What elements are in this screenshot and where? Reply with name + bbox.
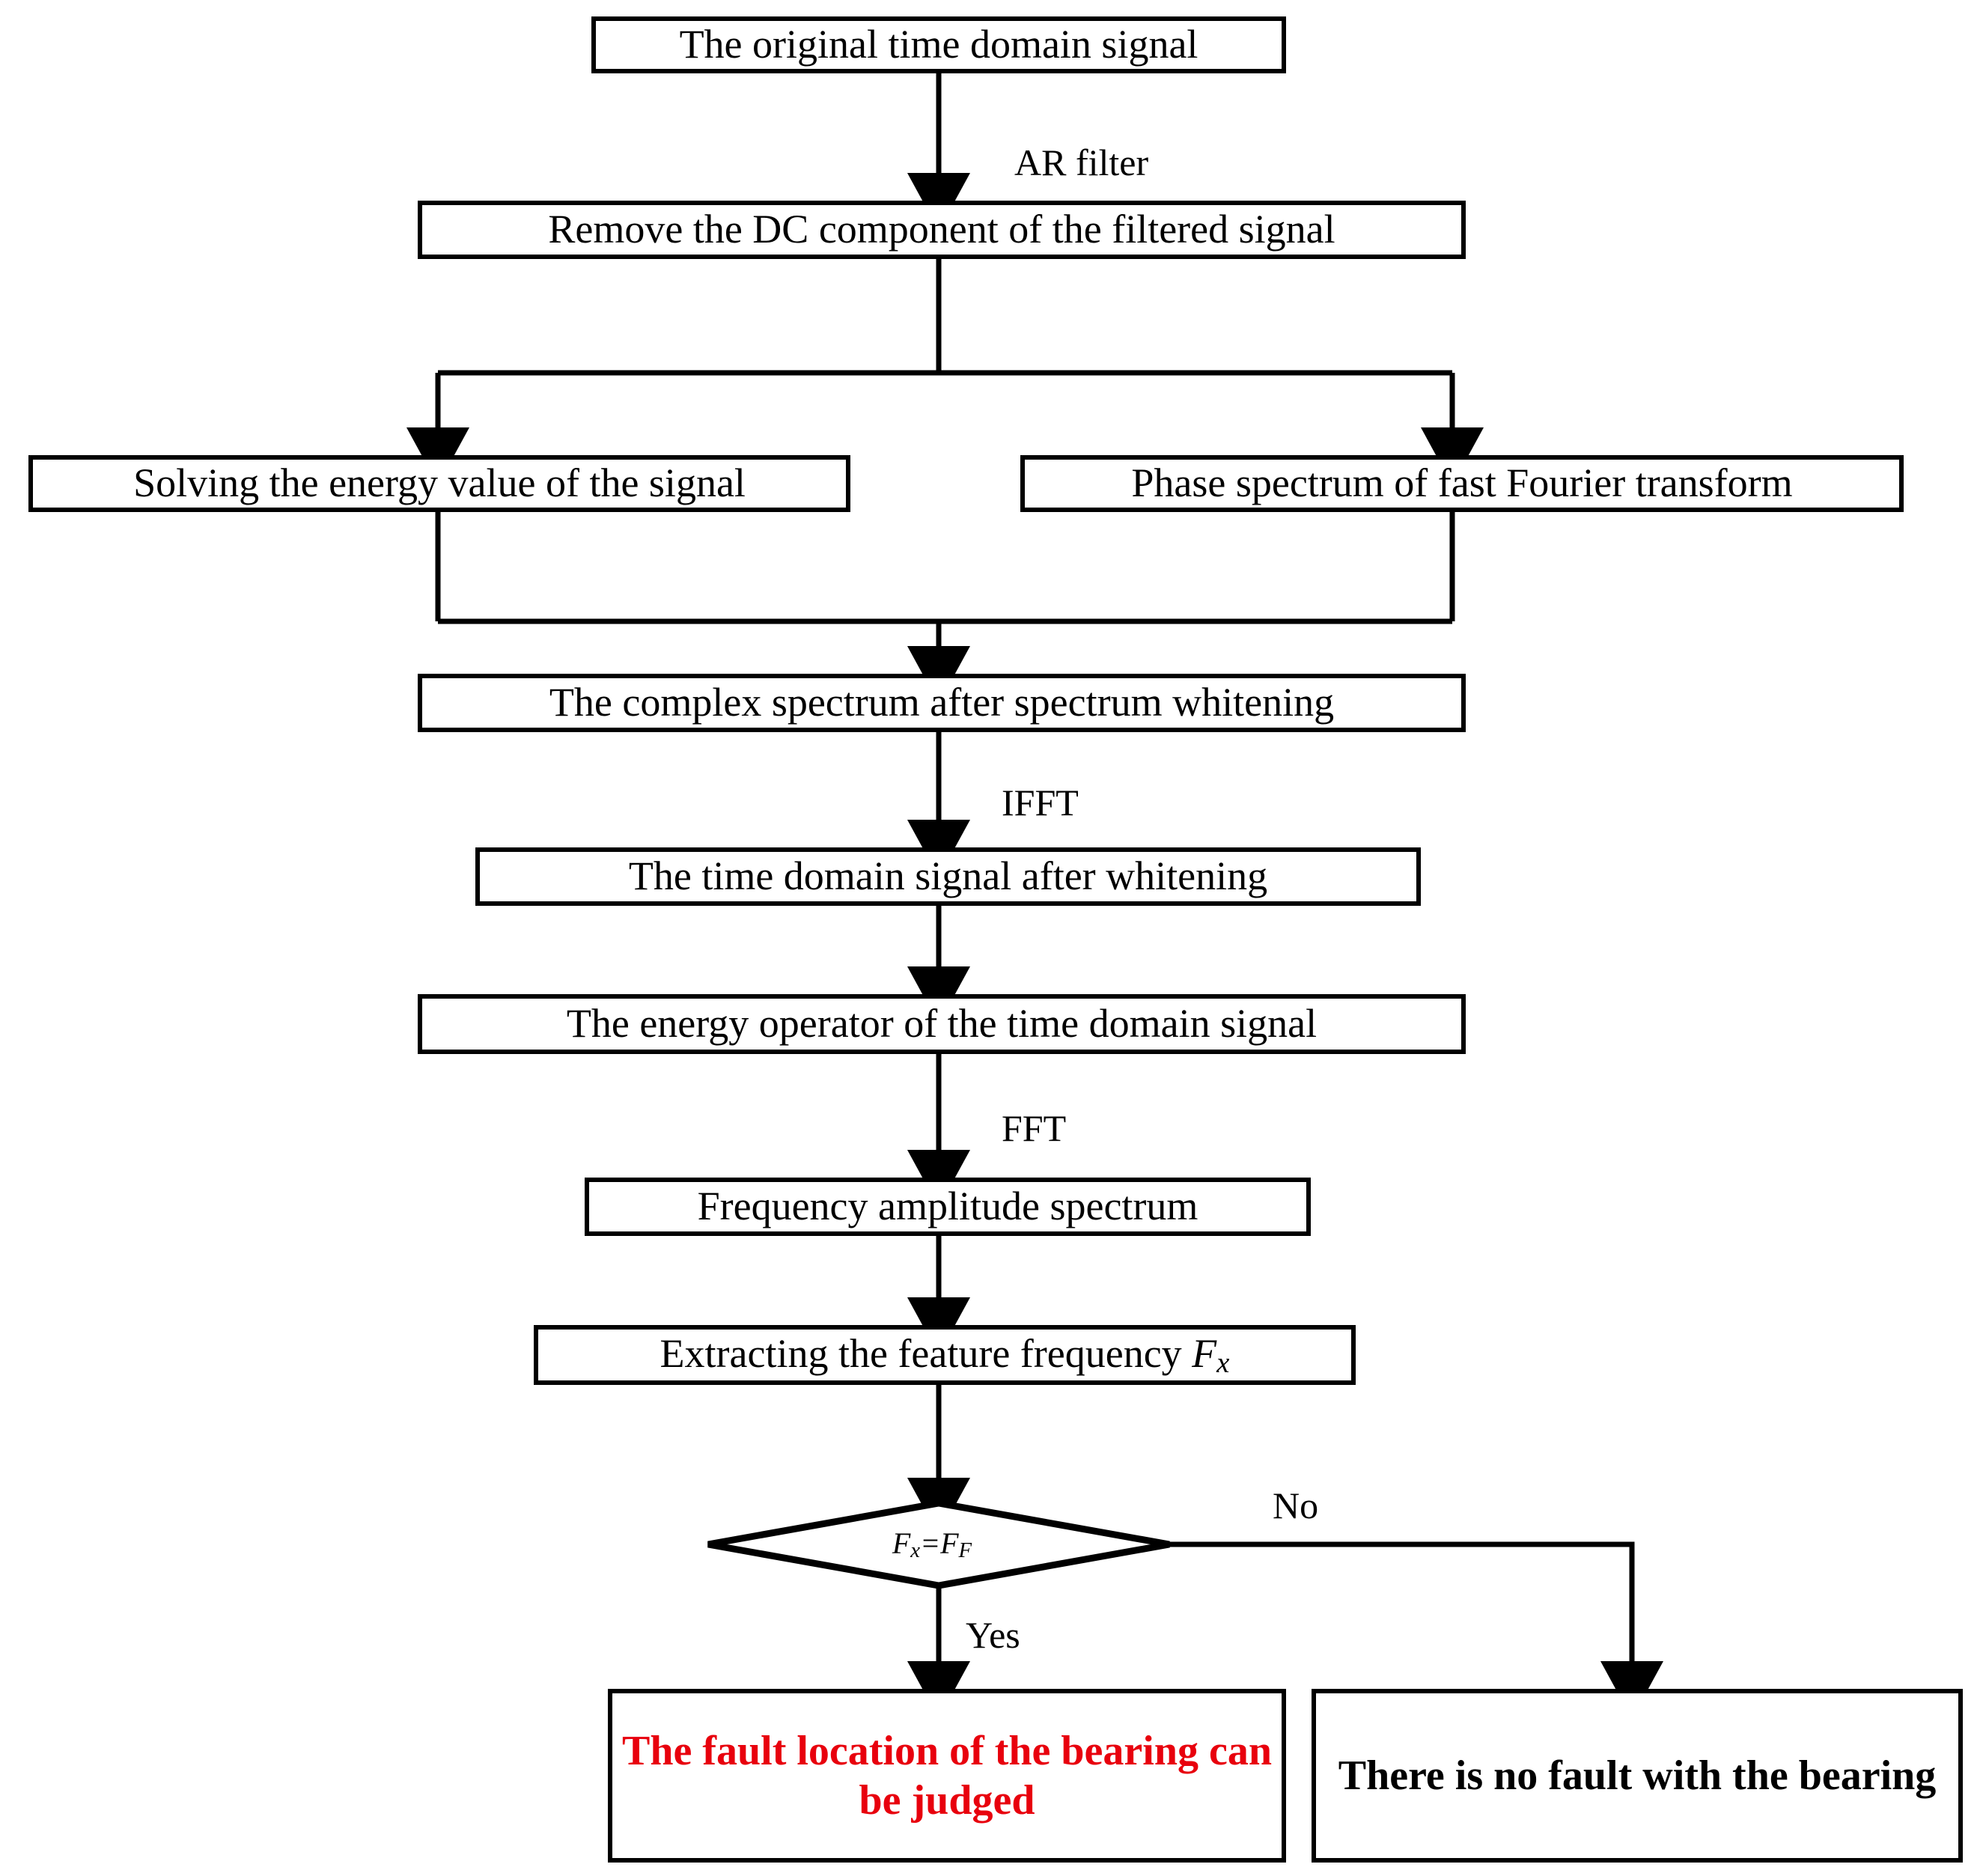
node-decision-compare-frequencies[interactable]: Fx=FF [696,1503,1168,1586]
node-complex-spectrum[interactable]: The complex spectrum after spectrum whit… [418,674,1466,732]
decision-rhs-base: F [940,1526,959,1560]
node-fault-location-judged[interactable]: The fault location of the bearing can be… [608,1689,1286,1863]
node-extract-feature-frequency[interactable]: Extracting the feature frequency Fx [534,1325,1356,1385]
node-extract-feature-frequency-label: Extracting the feature frequency Fx [653,1330,1237,1380]
node-energy-value[interactable]: Solving the energy value of the signal [28,455,850,512]
edge-label-ifft: IFFT [1002,782,1079,823]
node-phase-spectrum[interactable]: Phase spectrum of fast Fourier transform [1020,455,1904,512]
node-original-signal-label: The original time domain signal [679,22,1198,67]
node-phase-spectrum-label: Phase spectrum of fast Fourier transform [1131,460,1793,506]
node-energy-operator[interactable]: The energy operator of the time domain s… [418,994,1466,1054]
decision-rhs-sub: F [958,1538,972,1563]
extract-symbol-sub: x [1216,1346,1230,1379]
node-original-signal[interactable]: The original time domain signal [591,16,1286,73]
node-time-domain-whitened-label: The time domain signal after whitening [628,853,1268,899]
node-time-domain-whitened[interactable]: The time domain signal after whitening [475,847,1421,906]
extract-label-prefix: Extracting the feature frequency [660,1330,1192,1376]
edge-label-yes: Yes [966,1614,1020,1656]
extract-symbol-base: F [1192,1330,1217,1376]
node-no-fault-label: There is no fault with the bearing [1338,1752,1937,1799]
edge-decision-no [1169,1541,1663,1719]
decision-lhs-base: F [892,1526,911,1560]
node-remove-dc[interactable]: Remove the DC component of the filtered … [418,201,1466,259]
node-energy-value-label: Solving the energy value of the signal [133,460,746,506]
node-energy-operator-label: The energy operator of the time domain s… [566,1001,1318,1047]
edge-label-ar-filter: AR filter [1014,141,1149,183]
decision-operator: = [920,1526,941,1560]
node-complex-spectrum-label: The complex spectrum after spectrum whit… [549,680,1335,725]
node-remove-dc-label: Remove the DC component of the filtered … [548,207,1335,252]
edge-label-no: No [1273,1484,1319,1526]
node-decision-label: Fx=FF [892,1526,972,1563]
node-frequency-amplitude-spectrum-label: Frequency amplitude spectrum [697,1184,1198,1229]
decision-lhs-sub: x [910,1538,921,1563]
node-frequency-amplitude-spectrum[interactable]: Frequency amplitude spectrum [585,1178,1311,1236]
node-no-fault[interactable]: There is no fault with the bearing [1312,1689,1963,1863]
node-fault-location-judged-label: The fault location of the bearing can be… [622,1727,1272,1824]
edge-label-fft: FFT [1002,1107,1067,1149]
